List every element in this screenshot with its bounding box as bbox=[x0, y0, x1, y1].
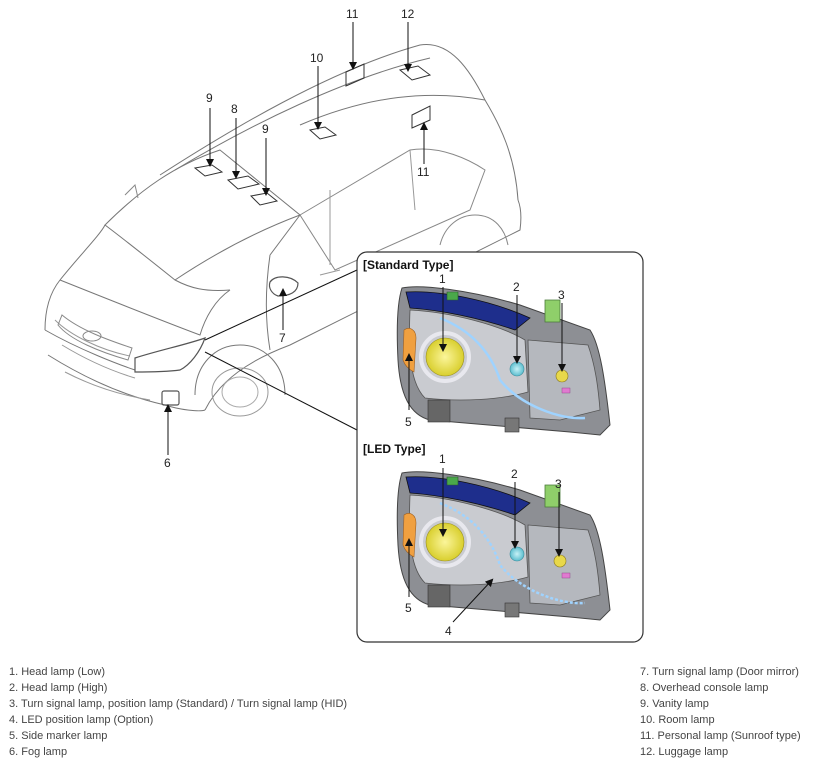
head-lamp-low-standard bbox=[425, 337, 465, 377]
turn-signal-lamp-led bbox=[553, 554, 567, 568]
legend-item: 7. Turn signal lamp (Door mirror) bbox=[640, 666, 799, 678]
callout-9-left: 9 bbox=[206, 91, 213, 105]
callout-3-led: 3 bbox=[555, 477, 562, 491]
legend-item: 4. LED position lamp (Option) bbox=[9, 714, 154, 726]
legend-right: 7. Turn signal lamp (Door mirror) 8. Ove… bbox=[640, 664, 801, 760]
legend-item: 12. Luggage lamp bbox=[640, 746, 729, 758]
interior-lamps bbox=[193, 63, 432, 206]
panel-leaders bbox=[405, 287, 566, 623]
callout-1-standard: 1 bbox=[439, 272, 446, 286]
legend-item: 3. Turn signal lamp, position lamp (Stan… bbox=[9, 698, 348, 710]
legend-item: 11. Personal lamp (Sunroof type) bbox=[640, 730, 801, 742]
vehicle-leaders bbox=[164, 22, 428, 455]
side-marker-lamp-standard bbox=[402, 328, 417, 373]
callout-6: 6 bbox=[164, 456, 171, 470]
standard-headlamp-assembly bbox=[396, 286, 611, 436]
callout-4-led: 4 bbox=[445, 624, 452, 638]
legend-item: 2. Head lamp (High) bbox=[9, 682, 108, 694]
vehicle-lamp-diagram: 9 8 9 10 11 12 11 7 6 [Standard Type] [L… bbox=[44, 7, 644, 643]
callout-2-standard: 2 bbox=[513, 280, 520, 294]
turn-signal-lamp-standard bbox=[555, 369, 569, 383]
overhead-console-lamp bbox=[226, 175, 261, 190]
callout-8: 8 bbox=[231, 102, 238, 116]
callout-5-standard: 5 bbox=[405, 415, 412, 429]
legend-item: 9. Vanity lamp bbox=[640, 698, 709, 710]
head-lamp-high-standard bbox=[509, 361, 525, 377]
legend-item: 10. Room lamp bbox=[640, 714, 715, 726]
standard-type-title: [Standard Type] bbox=[363, 258, 453, 272]
personal-lamp-rear bbox=[411, 105, 431, 129]
callout-5-led: 5 bbox=[405, 601, 412, 615]
callout-11-lower: 11 bbox=[417, 165, 430, 179]
head-lamp-high-led bbox=[509, 546, 525, 562]
vanity-lamp-left bbox=[193, 164, 224, 177]
legend-left: 1. Head lamp (Low) 2. Head lamp (High) 3… bbox=[9, 664, 347, 760]
callout-10: 10 bbox=[310, 51, 324, 65]
callout-9-right: 9 bbox=[262, 122, 269, 136]
vehicle-outline bbox=[44, 43, 522, 417]
personal-lamp bbox=[345, 63, 365, 87]
legend-item: 6. Fog lamp bbox=[9, 746, 68, 758]
side-marker-lamp-led bbox=[402, 513, 417, 558]
vanity-lamp-right bbox=[249, 192, 279, 206]
led-headlamp-assembly bbox=[396, 471, 611, 621]
led-type-title: [LED Type] bbox=[363, 442, 425, 456]
callout-12: 12 bbox=[401, 7, 415, 21]
room-lamp bbox=[308, 126, 338, 140]
callout-3-standard: 3 bbox=[558, 288, 565, 302]
callout-11-top: 11 bbox=[346, 7, 359, 21]
legend-item: 1. Head lamp (Low) bbox=[9, 666, 105, 678]
callout-1-led: 1 bbox=[439, 452, 446, 466]
legend-item: 8. Overhead console lamp bbox=[640, 682, 769, 694]
legend-item: 5. Side marker lamp bbox=[9, 730, 108, 742]
head-lamp-low-led bbox=[425, 522, 465, 562]
callout-2-led: 2 bbox=[511, 467, 518, 481]
callout-7: 7 bbox=[279, 331, 286, 345]
luggage-lamp bbox=[398, 65, 432, 81]
